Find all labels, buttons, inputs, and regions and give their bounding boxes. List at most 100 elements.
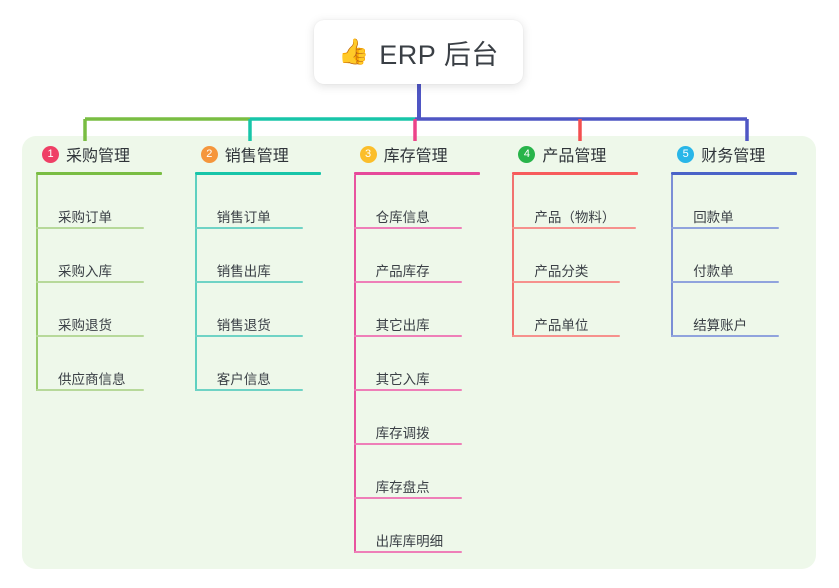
leaf-item[interactable]: 销售订单: [194, 175, 340, 229]
leaf-item[interactable]: 库存调拨: [353, 391, 499, 445]
leaf-label: 采购退货: [58, 318, 112, 333]
leaf-underline: [353, 551, 462, 553]
leaf-spine: [36, 175, 38, 391]
page-title: ERP 后台: [379, 39, 499, 70]
leaf-item[interactable]: 出库库明细: [353, 499, 499, 553]
leaf-underline: [194, 335, 303, 337]
column-underline: [512, 172, 639, 175]
leaf-list: 仓库信息产品库存其它出库其它入库库存调拨库存盘点出库库明细: [353, 175, 499, 553]
leaf-item[interactable]: 结算账户: [671, 283, 816, 337]
column-badge: 5: [677, 145, 695, 163]
leaf-label: 客户信息: [216, 372, 271, 387]
leaf-underline: [36, 227, 144, 229]
column-header-产品管理[interactable]: 4 产品管理: [512, 136, 657, 172]
board-background: [22, 136, 816, 569]
leaf-item[interactable]: 其它入库: [353, 337, 499, 391]
leaf-label: 库存调拨: [375, 426, 430, 441]
leaf-label: 销售出库: [216, 264, 271, 279]
leaf-list: 回款单付款单结算账户: [671, 175, 816, 337]
leaf-underline: [512, 227, 637, 229]
column-underline: [671, 172, 798, 175]
leaf-item[interactable]: 回款单: [671, 175, 816, 229]
leaf-label: 付款单: [693, 264, 734, 279]
leaf-underline: [353, 389, 462, 391]
leaf-label: 库存盘点: [375, 480, 430, 495]
leaf-item[interactable]: 产品分类: [512, 229, 657, 283]
leaf-underline: [353, 497, 462, 499]
column-underline: [36, 172, 162, 175]
leaf-item[interactable]: 产品库存: [353, 229, 499, 283]
leaf-label: 产品（物料）: [534, 210, 616, 225]
leaf-item[interactable]: 其它出库: [353, 283, 499, 337]
leaf-underline: [36, 389, 144, 391]
leaf-underline: [194, 227, 303, 229]
leaf-underline: [671, 281, 780, 283]
leaf-label: 其它入库: [375, 372, 430, 387]
leaf-label: 仓库信息: [375, 210, 430, 225]
leaf-label: 出库库明细: [375, 534, 444, 549]
leaf-item[interactable]: 销售退货: [194, 283, 340, 337]
leaf-underline: [512, 335, 621, 337]
leaf-item[interactable]: 销售出库: [194, 229, 340, 283]
root-node[interactable]: 👍 ERP 后台: [314, 20, 523, 84]
leaf-underline: [671, 227, 780, 229]
column-badge: 1: [42, 145, 59, 163]
leaf-label: 其它出库: [375, 318, 430, 333]
column-财务管理: 5 财务管理回款单付款单结算账户: [657, 136, 816, 569]
thumbs-up-icon: 👍: [338, 37, 370, 66]
leaf-label: 产品分类: [534, 264, 589, 279]
column-header-财务管理[interactable]: 5 财务管理: [671, 136, 816, 172]
leaf-item[interactable]: 采购入库: [36, 229, 181, 283]
column-采购管理: 1 采购管理采购订单采购入库采购退货供应商信息: [22, 136, 181, 569]
leaf-item[interactable]: 采购退货: [36, 283, 181, 337]
leaf-underline: [36, 281, 144, 283]
leaf-underline: [353, 227, 462, 229]
column-title: 采购管理: [66, 148, 131, 165]
leaf-item[interactable]: 仓库信息: [353, 175, 499, 229]
leaf-item[interactable]: 产品单位: [512, 283, 657, 337]
leaf-underline: [36, 335, 144, 337]
leaf-item[interactable]: 产品（物料）: [512, 175, 657, 229]
leaf-underline: [671, 335, 780, 337]
column-title: 销售管理: [224, 148, 289, 165]
column-underline: [194, 172, 321, 175]
leaf-underline: [512, 281, 621, 283]
leaf-item[interactable]: 付款单: [671, 229, 816, 283]
column-产品管理: 4 产品管理产品（物料） 产品分类产品单位: [498, 136, 657, 569]
leaf-label: 销售退货: [216, 318, 271, 333]
leaf-spine: [194, 175, 197, 391]
column-title: 财务管理: [701, 148, 766, 165]
leaf-underline: [194, 281, 303, 283]
leaf-list: 产品（物料） 产品分类产品单位: [512, 175, 657, 337]
leaf-item[interactable]: 供应商信息: [36, 337, 181, 391]
leaf-label: 供应商信息: [58, 372, 126, 387]
leaf-item[interactable]: 客户信息: [194, 337, 340, 391]
leaf-label: 结算账户: [693, 318, 748, 333]
leaf-label: 采购订单: [58, 210, 112, 225]
leaf-underline: [194, 389, 303, 391]
column-title: 产品管理: [542, 148, 607, 165]
column-title: 库存管理: [383, 148, 448, 165]
leaf-spine: [512, 175, 515, 337]
leaf-list: 采购订单采购入库采购退货供应商信息: [36, 175, 181, 391]
leaf-label: 产品单位: [534, 318, 589, 333]
leaf-item[interactable]: 库存盘点: [353, 445, 499, 499]
column-underline: [353, 172, 480, 175]
leaf-underline: [353, 335, 462, 337]
leaf-underline: [353, 443, 462, 445]
column-header-采购管理[interactable]: 1 采购管理: [36, 136, 181, 172]
leaf-item[interactable]: 采购订单: [36, 175, 181, 229]
column-badge: 4: [518, 145, 536, 163]
leaf-list: 销售订单销售出库销售退货客户信息: [194, 175, 340, 391]
leaf-label: 产品库存: [375, 264, 430, 279]
leaf-spine: [671, 175, 674, 337]
leaf-underline: [353, 281, 462, 283]
leaf-label: 销售订单: [216, 210, 271, 225]
